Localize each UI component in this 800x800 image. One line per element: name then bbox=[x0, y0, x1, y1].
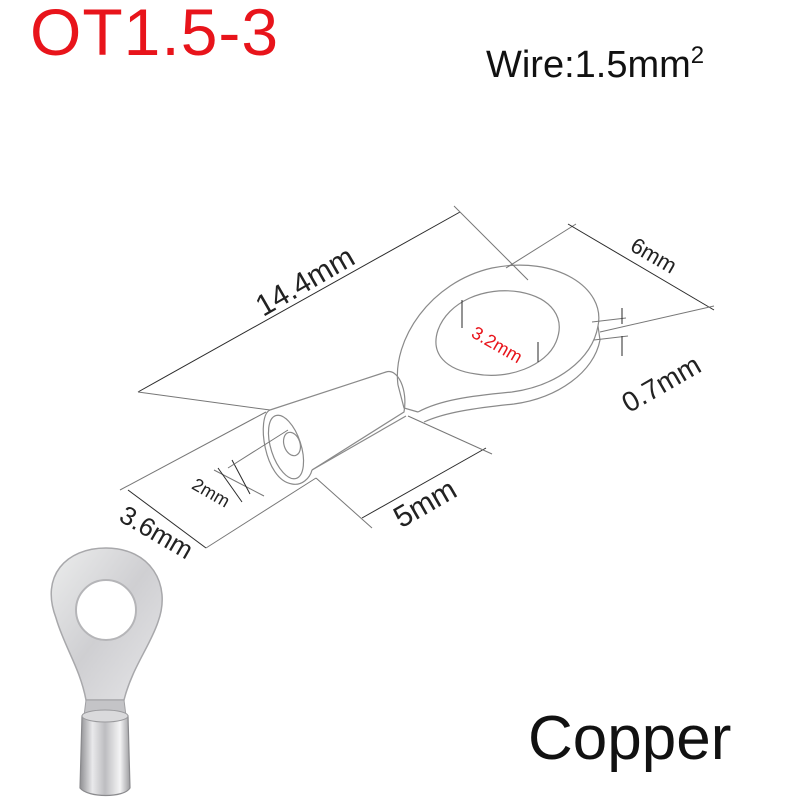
dim-ring-outer: 6mm bbox=[626, 232, 681, 278]
dim-total-length: 14.4mm bbox=[250, 240, 360, 323]
dimension-lines bbox=[119, 205, 715, 549]
wire-spec-exponent: 2 bbox=[690, 42, 705, 69]
dim-thickness: 0.7mm bbox=[616, 349, 706, 419]
copper-ring-terminal-photo-icon bbox=[50, 547, 163, 797]
dim-hole-diameter: 3.2mm bbox=[468, 322, 526, 367]
wire-spec-label: Wire:1.5mm bbox=[486, 44, 691, 86]
model-title: OT1.5-3 bbox=[30, 0, 280, 69]
wire-spec: Wire:1.5mm2 bbox=[486, 42, 705, 86]
material-label: Copper bbox=[528, 704, 732, 773]
ring-terminal-line-drawing-icon bbox=[262, 264, 601, 485]
